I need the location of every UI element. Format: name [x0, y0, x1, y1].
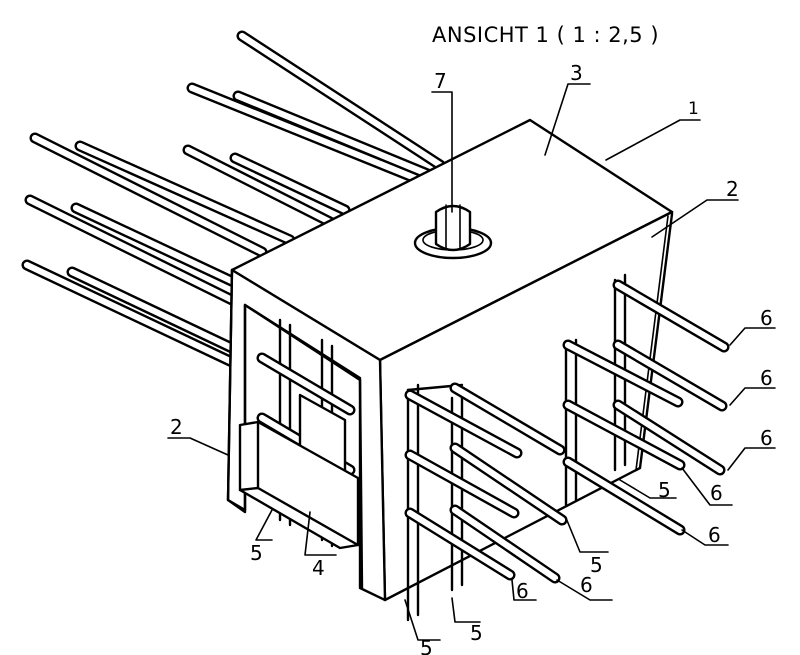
label-6-a: 6 — [760, 306, 773, 330]
front-cage — [404, 382, 568, 622]
rear-rod — [182, 144, 336, 228]
bolt — [413, 204, 493, 260]
rear-rod — [236, 30, 446, 171]
rear-rod — [229, 152, 351, 216]
label-3: 3 — [570, 61, 583, 85]
rear-rod — [70, 202, 246, 291]
rear-rod — [74, 140, 296, 246]
label-6-f: 6 — [580, 573, 593, 597]
label-5-c: 5 — [470, 621, 483, 645]
rear-rod — [232, 90, 436, 181]
label-5-d: 5 — [590, 553, 603, 577]
rear-rods — [21, 30, 446, 368]
label-6-d: 6 — [710, 481, 723, 505]
part-labels: 7 3 1 2 2 5 4 5 5 5 5 6 6 6 6 6 6 6 — [170, 61, 773, 655]
label-5-a: 5 — [250, 541, 263, 565]
rear-rod — [66, 266, 238, 354]
drawing-title: ANSICHT 1 ( 1 : 2,5 ) — [432, 23, 659, 47]
label-6-g: 6 — [516, 579, 529, 603]
label-1: 1 — [688, 99, 699, 119]
rear-rod — [24, 194, 238, 306]
label-4: 4 — [312, 556, 325, 580]
right-cage — [562, 273, 730, 536]
label-2-top: 2 — [726, 177, 739, 201]
rear-rod — [21, 259, 238, 368]
label-2-left: 2 — [170, 415, 183, 439]
rear-rod — [29, 132, 268, 258]
anchor-plate — [238, 420, 360, 550]
label-5-e: 5 — [658, 478, 671, 502]
rear-rod — [186, 82, 426, 186]
label-6-e: 6 — [708, 523, 721, 547]
leader-lines — [167, 83, 776, 641]
label-5-b: 5 — [420, 636, 433, 655]
label-6-b: 6 — [760, 366, 773, 390]
label-6-c: 6 — [760, 426, 773, 450]
label-7: 7 — [434, 69, 447, 93]
